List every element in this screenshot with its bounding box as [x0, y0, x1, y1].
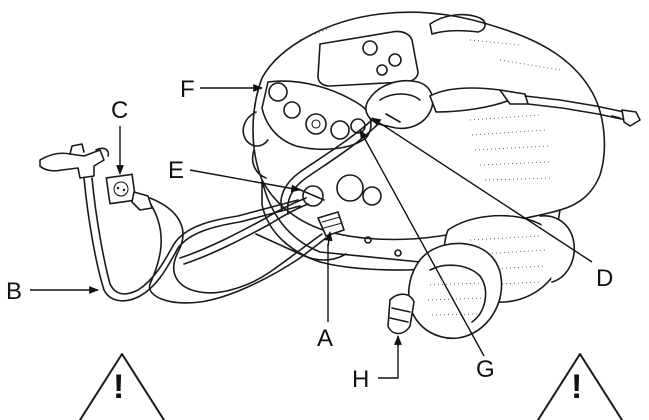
callout-b: B	[6, 278, 22, 305]
water-tap	[40, 144, 108, 178]
warning-mark-left: !	[113, 368, 124, 406]
callout-a: A	[317, 325, 333, 352]
power-socket	[106, 174, 152, 210]
callout-g: G	[476, 356, 495, 383]
callout-c: C	[111, 97, 128, 124]
gauge-f	[269, 83, 287, 101]
trigger-part-h	[388, 294, 414, 333]
callout-e: E	[168, 157, 184, 184]
callout-f: F	[180, 76, 195, 103]
warning-mark-right: !	[571, 368, 582, 406]
pressure-gauge	[306, 114, 326, 134]
warning-triangle-right: !	[538, 354, 622, 420]
callout-d: D	[596, 265, 613, 292]
callout-h: H	[352, 366, 369, 393]
warning-triangle-left: !	[80, 354, 164, 420]
